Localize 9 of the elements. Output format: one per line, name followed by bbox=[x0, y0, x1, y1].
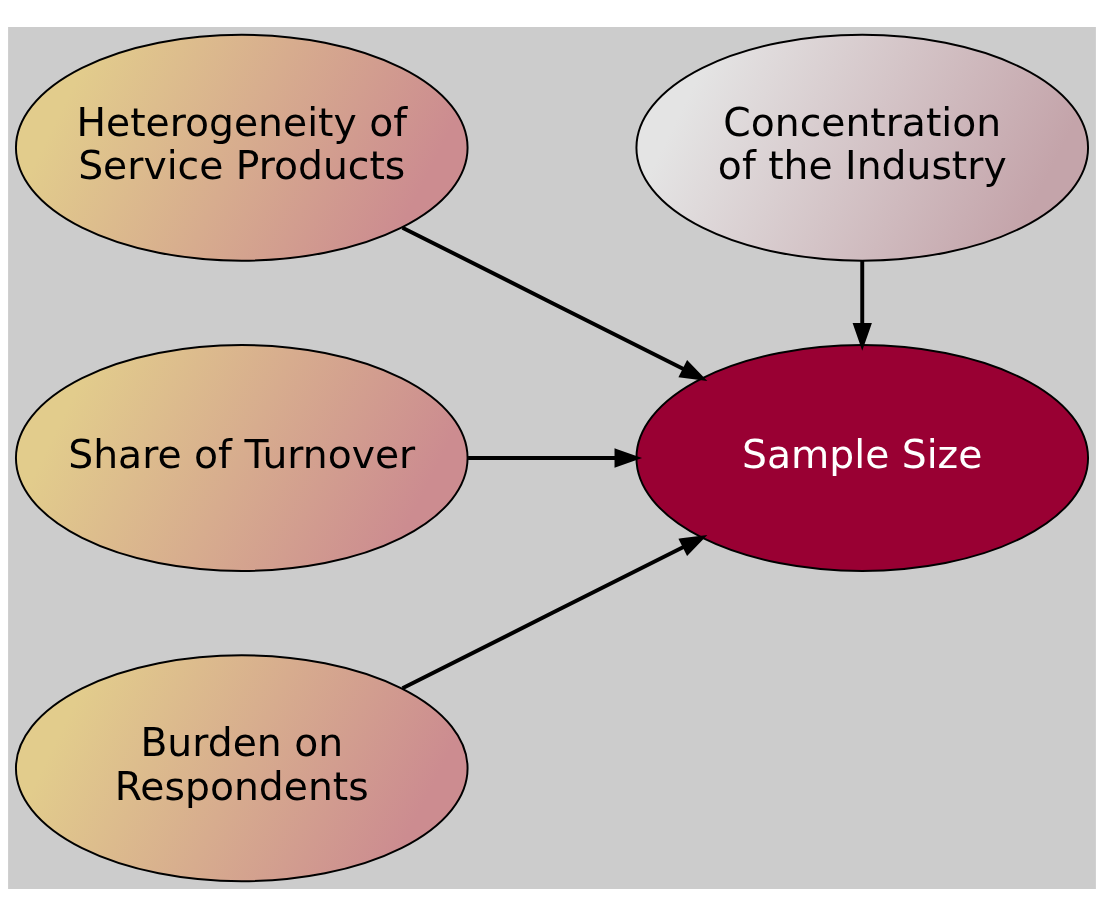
node-ellipse: Sample Size bbox=[635, 343, 1090, 572]
node-ellipse: Heterogeneity of Service Products bbox=[14, 33, 469, 262]
node-ellipse: Share of Turnover bbox=[14, 343, 469, 572]
arrow bbox=[401, 225, 708, 381]
node-ellipse: Concentration of the Industry bbox=[635, 33, 1090, 262]
arrow bbox=[401, 534, 708, 690]
arrow bbox=[468, 447, 643, 468]
arrow bbox=[852, 260, 872, 351]
node-ellipse: Burden on Respondents bbox=[14, 653, 469, 882]
